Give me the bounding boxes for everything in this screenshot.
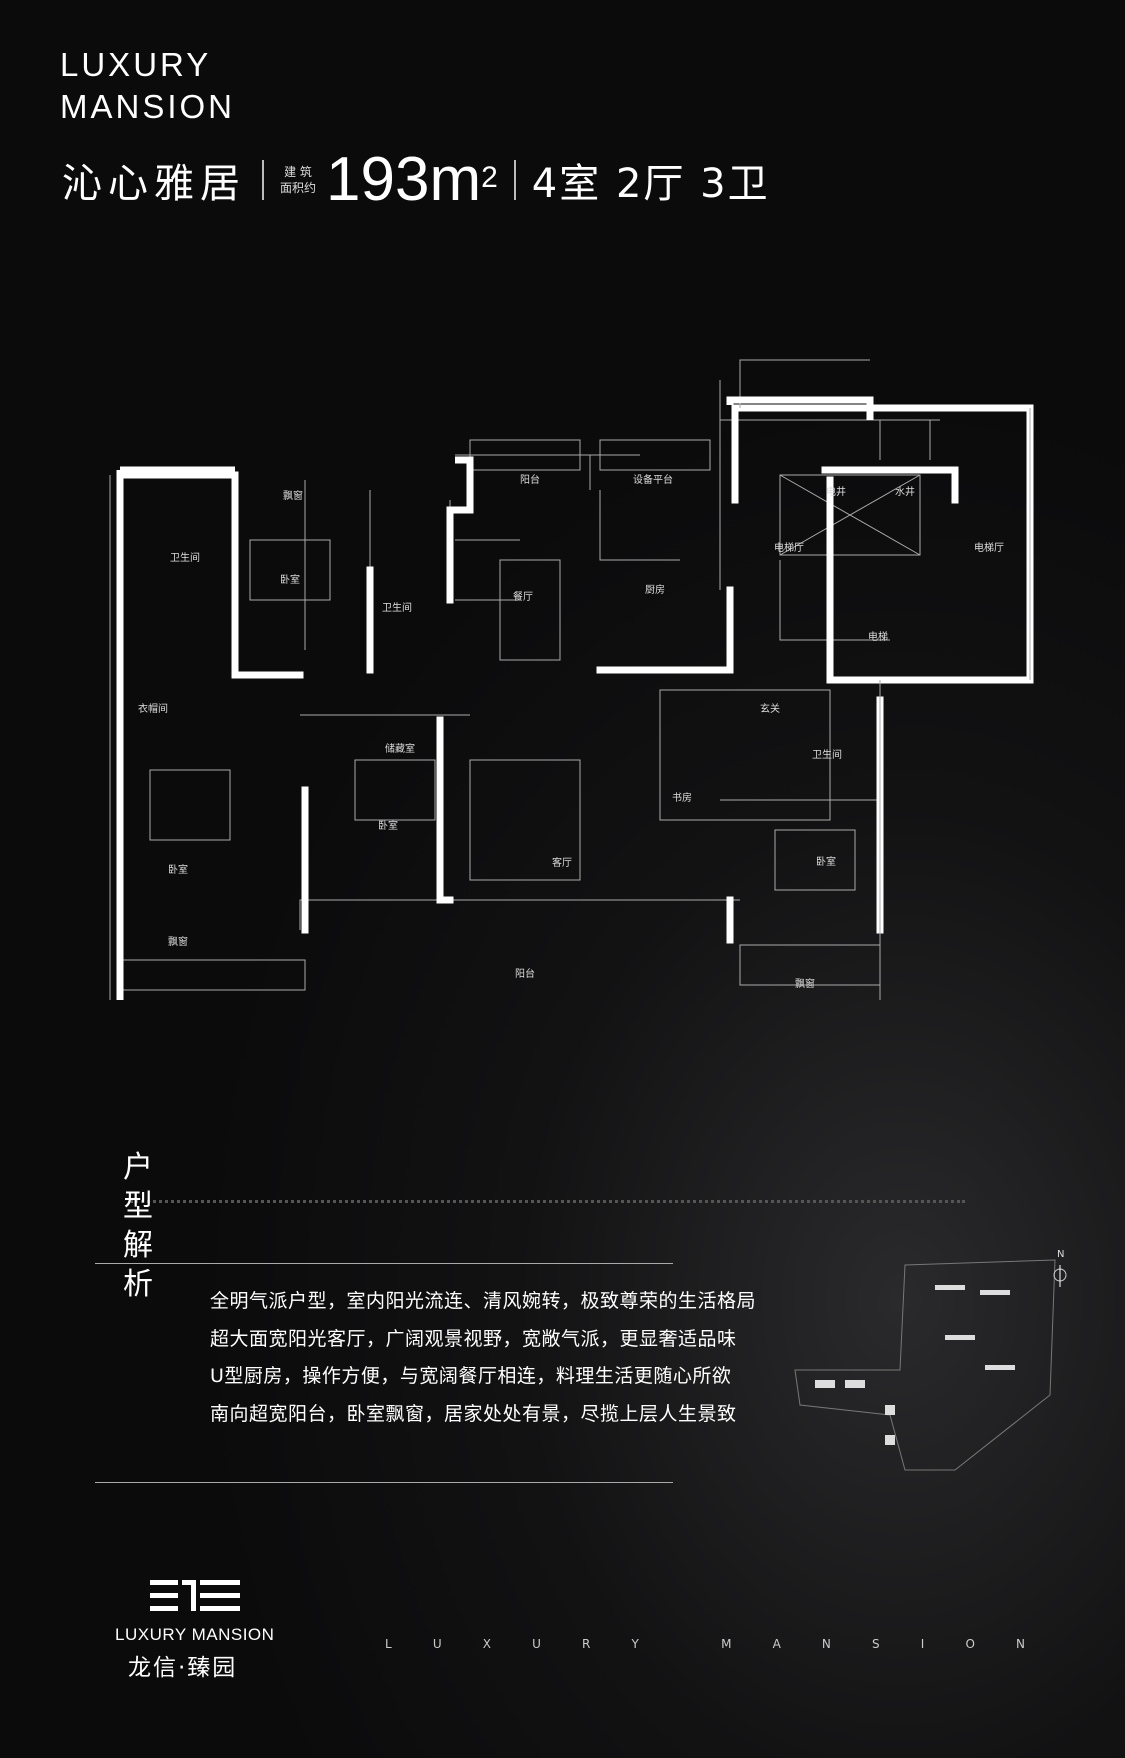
feature-list: 全明气派户型，室内阳光流连、清风婉转，极致尊荣的生活格局超大面宽阳光客厅，广阔观… xyxy=(210,1290,757,1425)
room-labels: 飘窗 卫生间 卧室 卫生间 阳台 设备平台 餐厅 厨房 电井 水井 电梯厅 电梯… xyxy=(138,473,1004,990)
room-label: 卫生间 xyxy=(170,551,200,564)
analysis-label: 户型解析 xyxy=(123,1150,153,1302)
brand-logo xyxy=(150,1580,240,1611)
room-label: 卧室 xyxy=(378,819,398,832)
room-label: 书房 xyxy=(672,791,692,804)
area-value: 193m2 xyxy=(326,145,498,214)
north-label: N xyxy=(1057,1249,1064,1260)
room-count: 4室 2厅 3卫 xyxy=(531,161,770,207)
room-label: 卧室 xyxy=(168,863,188,876)
room-label: 飘窗 xyxy=(795,977,815,990)
room-label: 玄关 xyxy=(760,702,780,715)
room-label: 电梯厅 xyxy=(974,541,1004,554)
logo-chinese: 龙信·臻园 xyxy=(128,1655,238,1681)
unit-name: 沁心雅居 xyxy=(62,161,246,207)
room-label: 厨房 xyxy=(645,583,665,596)
room-label: 卫生间 xyxy=(382,601,412,614)
room-label: 储藏室 xyxy=(385,742,415,755)
room-label: 卧室 xyxy=(816,855,836,868)
area-label: 建 筑面积约 xyxy=(280,165,317,195)
unit-title: 沁心雅居 建 筑面积约 193m2 4室 2厅 3卫 xyxy=(62,145,770,214)
logo-english: LUXURY MANSION xyxy=(115,1625,275,1644)
room-label: 客厅 xyxy=(552,856,572,869)
disclaimer-line xyxy=(130,1200,965,1203)
room-label: 餐厅 xyxy=(513,590,533,603)
divider xyxy=(513,160,516,200)
room-label: 阳台 xyxy=(520,473,540,486)
room-label: 设备平台 xyxy=(633,473,673,486)
room-label: 飘窗 xyxy=(283,489,303,502)
room-label: 水井 xyxy=(895,485,915,498)
room-label: 衣帽间 xyxy=(138,702,168,715)
room-label: 电梯 xyxy=(868,630,888,643)
room-label: 电井 xyxy=(826,485,846,498)
room-label: 卫生间 xyxy=(812,748,842,761)
room-label: 卧室 xyxy=(280,573,300,586)
site-plan: N xyxy=(794,1249,1067,1471)
room-label: 电梯厅 xyxy=(774,541,804,554)
room-label: 飘窗 xyxy=(168,935,188,948)
floor-plan: 飘窗 卫生间 卧室 卫生间 阳台 设备平台 餐厅 厨房 电井 水井 电梯厅 电梯… xyxy=(109,359,1034,1000)
divider xyxy=(262,160,264,200)
room-label: 阳台 xyxy=(515,967,535,980)
divider xyxy=(95,1263,673,1264)
divider xyxy=(95,1482,673,1483)
